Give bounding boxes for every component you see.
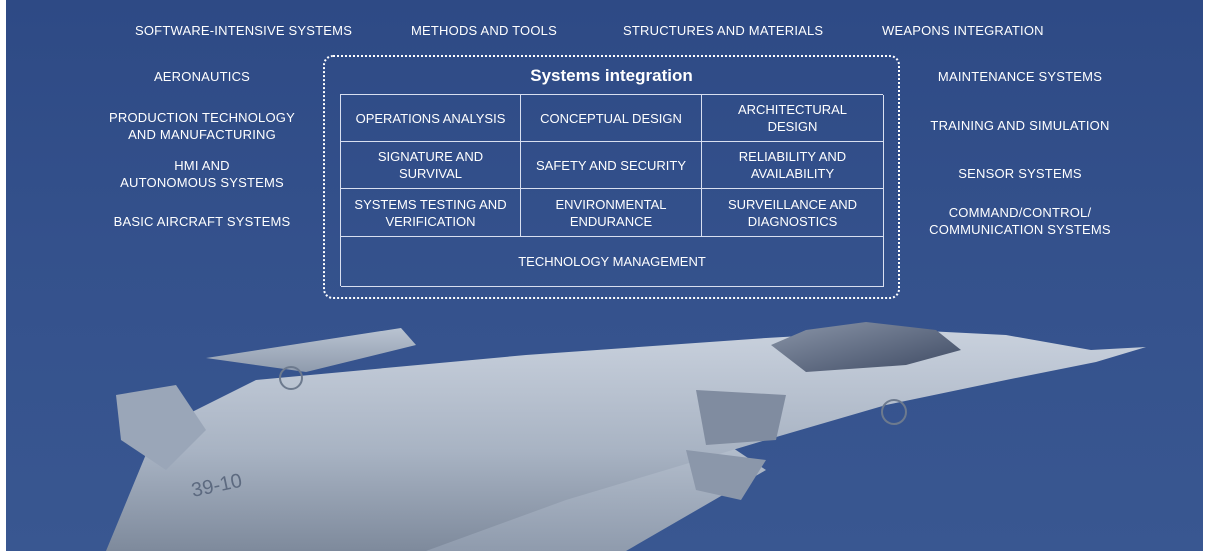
cell-environmental-endurance: ENVIRONMENTAL ENDURANCE: [521, 189, 702, 237]
upper-wing: [206, 328, 416, 372]
cell-architectural-design: ARCHITECTURAL DESIGN: [702, 95, 884, 142]
cell-reliability-and-availability: RELIABILITY AND AVAILABILITY: [702, 142, 884, 189]
air-intake: [696, 390, 786, 445]
cell-surveillance-and-diagnostics: SURVEILLANCE AND DIAGNOSTICS: [702, 189, 884, 237]
cell-technology-management: TECHNOLOGY MANAGEMENT: [341, 237, 884, 287]
topic-methods-and-tools: METHODS AND TOOLS: [411, 23, 557, 38]
cell-systems-testing-and-verification: SYSTEMS TESTING AND VERIFICATION: [341, 189, 521, 237]
diagram-frame: 39-10 SOFTWARE-INTENSIVE SYSTEMS METHODS…: [6, 0, 1203, 551]
systems-integration-box: Systems integration OPERATIONS ANALYSIS …: [323, 55, 900, 299]
cell-conceptual-design: CONCEPTUAL DESIGN: [521, 95, 702, 142]
systems-integration-title: Systems integration: [530, 66, 693, 85]
roundel-rear: [279, 366, 303, 390]
topic-weapons-integration: WEAPONS INTEGRATION: [882, 23, 1044, 38]
topic-basic-aircraft-systems: BASIC AIRCRAFT SYSTEMS: [113, 214, 291, 229]
topic-hmi-autonomous-systems: HMI AND AUTONOMOUS SYSTEMS: [120, 158, 284, 190]
topic-sensor-systems: SENSOR SYSTEMS: [958, 166, 1082, 181]
topic-software-intensive-systems: SOFTWARE-INTENSIVE SYSTEMS: [135, 23, 353, 38]
roundel-front: [881, 399, 907, 425]
cell-operations-analysis: OPERATIONS ANALYSIS: [341, 95, 521, 142]
fuselage: [106, 330, 1146, 551]
cell-signature-and-survival: SIGNATURE AND SURVIVAL: [341, 142, 521, 189]
fighter-jet-image: 39-10: [106, 322, 1146, 551]
canopy: [771, 322, 961, 372]
topic-production-technology: PRODUCTION TECHNOLOGY AND MANUFACTURING: [109, 110, 295, 142]
topic-training-and-simulation: TRAINING AND SIMULATION: [930, 118, 1110, 133]
topic-maintenance-systems: MAINTENANCE SYSTEMS: [937, 69, 1103, 84]
topic-aeronautics: AERONAUTICS: [153, 69, 251, 84]
tail-fin: [116, 385, 206, 470]
topic-command-control-communication: COMMAND/CONTROL/ COMMUNICATION SYSTEMS: [929, 205, 1111, 237]
systems-integration-grid: OPERATIONS ANALYSIS CONCEPTUAL DESIGN AR…: [340, 94, 884, 287]
topic-structures-and-materials: STRUCTURES AND MATERIALS: [623, 23, 824, 38]
cell-safety-and-security: SAFETY AND SECURITY: [521, 142, 702, 189]
ventral-fin: [686, 450, 766, 500]
